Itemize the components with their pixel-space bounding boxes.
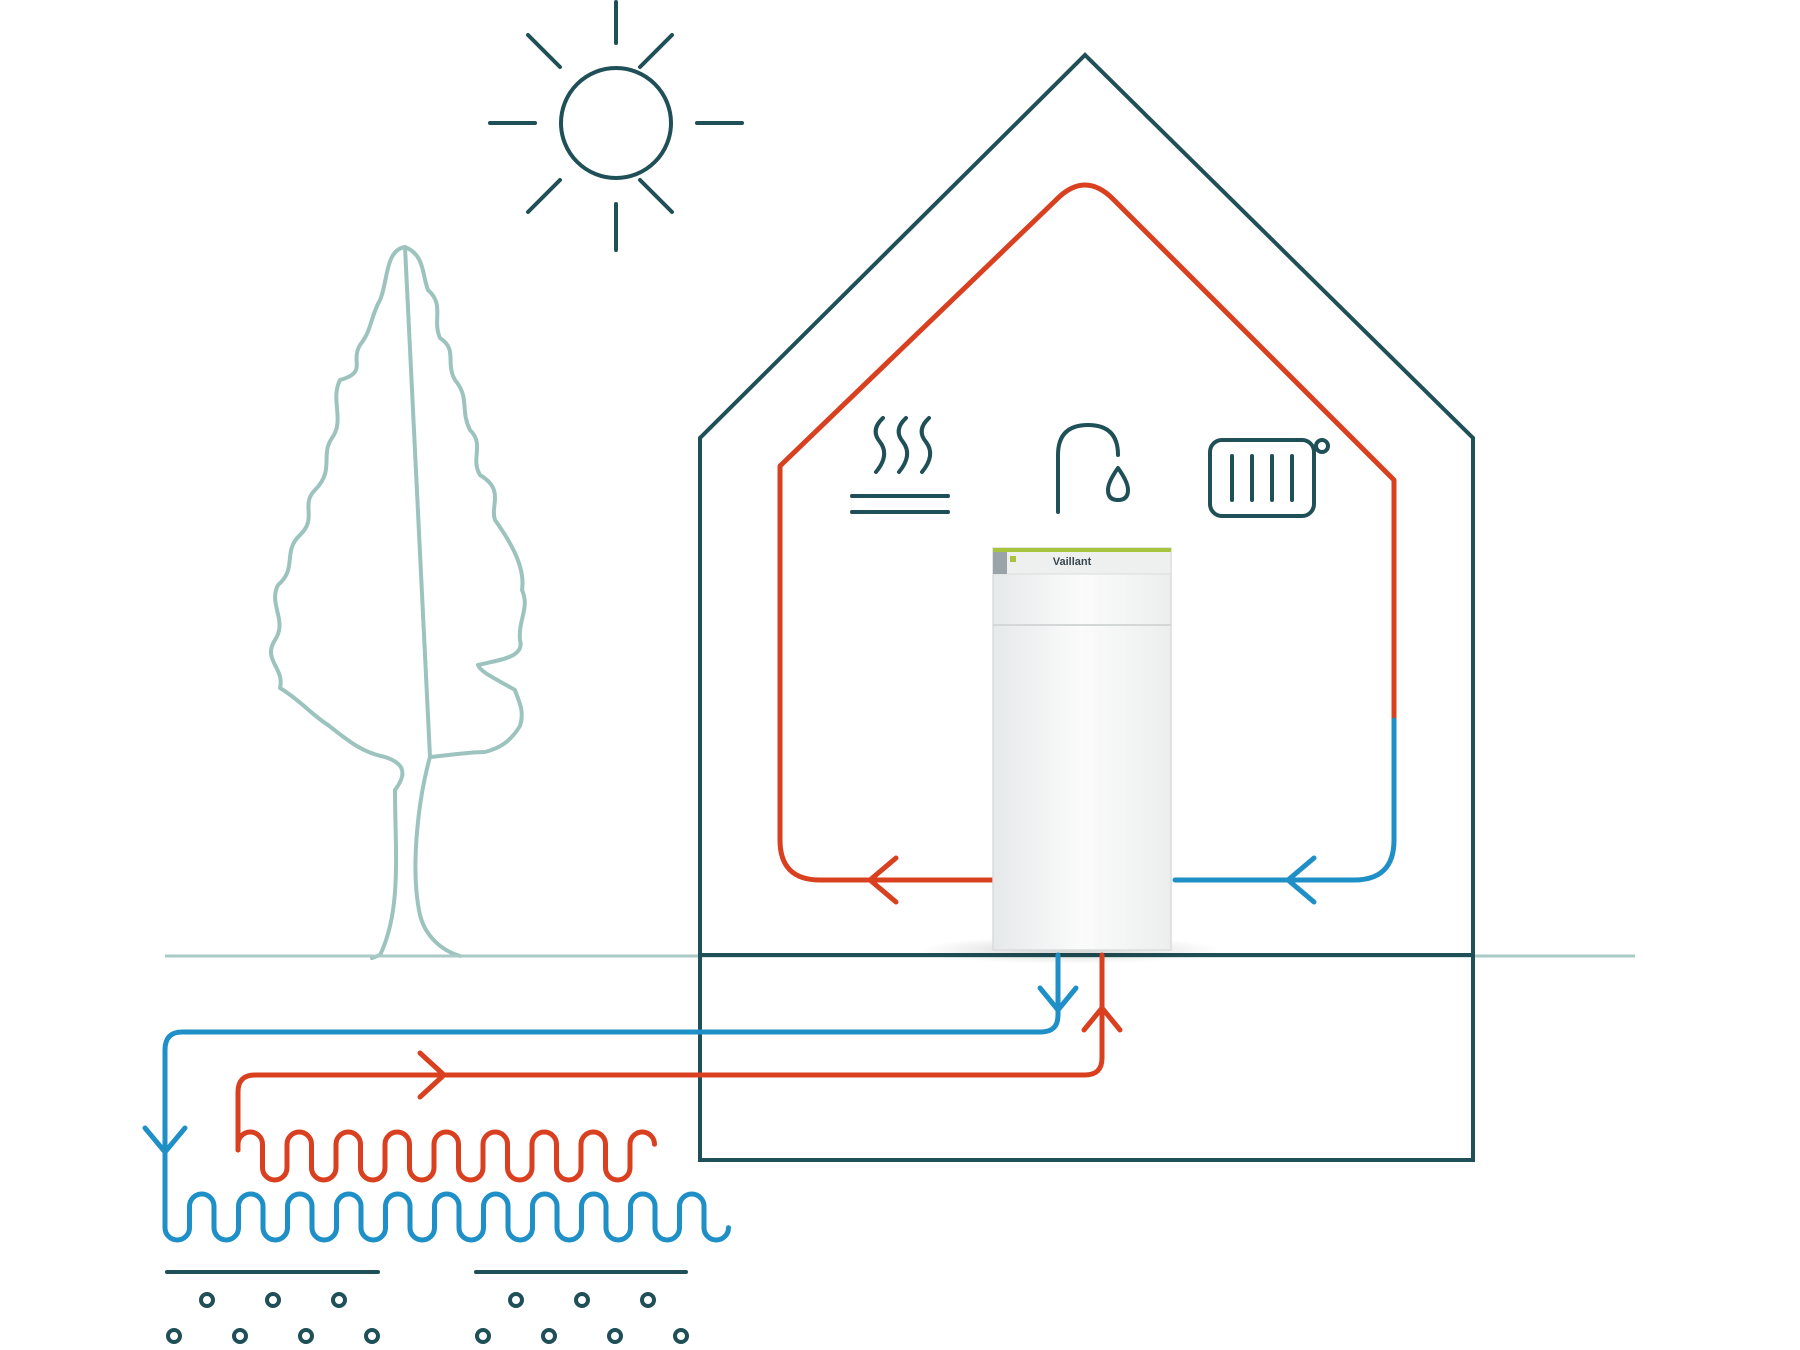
soil-pebble: [232, 1328, 248, 1344]
collector-coil-warm: [235, 1129, 657, 1183]
soil-pebble: [199, 1292, 215, 1308]
house-outline: [698, 52, 1475, 1162]
ground-flow-arrow-up: [1081, 1005, 1123, 1033]
tree-icon: [268, 245, 527, 960]
heat-pump-brand: Vaillant: [1053, 556, 1092, 568]
sun-icon: [488, 0, 744, 252]
soil-pebble: [298, 1328, 314, 1344]
underfloor-heating-icon: [850, 416, 950, 514]
radiator-icon: [1208, 438, 1330, 518]
soil-pebble: [640, 1292, 656, 1308]
hot-water-tap-icon: [1056, 423, 1130, 514]
heat-pump-unit: Vaillant: [920, 547, 1220, 964]
soil-pebble: [541, 1328, 557, 1344]
ground-return-arrow-vertical: [1037, 985, 1079, 1013]
soil-pebble: [673, 1328, 689, 1344]
soil-pebble: [475, 1328, 491, 1344]
heating-flow-line: [777, 182, 1397, 883]
heating-flow-arrow: [867, 855, 899, 905]
soil-pebble: [607, 1328, 623, 1344]
soil-pebble: [364, 1328, 380, 1344]
soil-pebble: [574, 1292, 590, 1308]
soil-layer: [165, 1270, 689, 1344]
ground-return-arrow-down: [142, 1125, 188, 1155]
heating-return-line: [1172, 717, 1397, 883]
heating-return-arrow: [1285, 855, 1317, 905]
soil-pebble: [265, 1292, 281, 1308]
soil-pebble: [331, 1292, 347, 1308]
ground-flow-line: [235, 952, 1105, 1153]
ground-collector-icon: [162, 1129, 731, 1243]
collector-coil-cold: [162, 1187, 731, 1243]
soil-pebble: [166, 1328, 182, 1344]
ground-return-line: [162, 952, 1061, 1193]
soil-pebble: [508, 1292, 524, 1308]
ground-flow-arrow-right: [417, 1050, 447, 1100]
